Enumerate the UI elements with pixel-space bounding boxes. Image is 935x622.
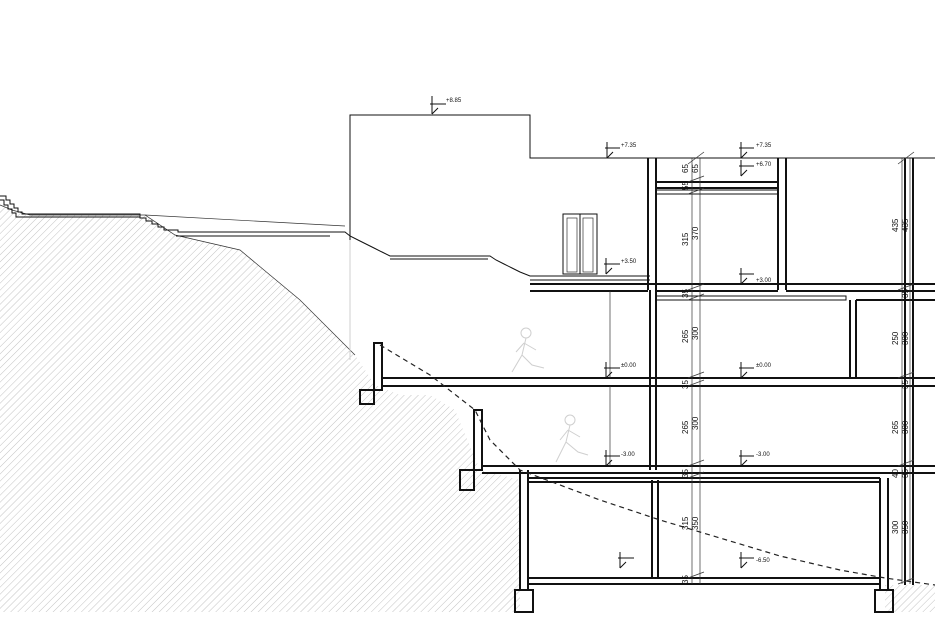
level-marker-top: +8.85 — [430, 96, 462, 115]
dim-text: 370 — [691, 226, 700, 240]
dim-text: 435 — [901, 218, 910, 232]
dim-text: 300 — [691, 326, 700, 340]
level-marker-roof-a: +7.35 — [605, 142, 637, 159]
dim-text: 35 — [681, 469, 690, 478]
dim-text: 265 — [681, 420, 690, 434]
dim-text: 300 — [891, 520, 900, 534]
level-text: +6.70 — [756, 162, 772, 168]
level-text: -6.50 — [756, 558, 770, 564]
dim-text: 35 — [681, 575, 690, 584]
dim-text: 35 — [681, 380, 690, 389]
person-figure-lower — [555, 414, 589, 463]
dim-text: 300 — [901, 331, 910, 345]
dimensions-column-b: 65 370 300 300 350 — [691, 164, 700, 530]
level-text: -3.00 — [621, 452, 635, 458]
level-marker-parapet: +6.70 — [739, 160, 772, 177]
level-text: ±0.00 — [756, 363, 772, 369]
dim-text: 300 — [691, 416, 700, 430]
level-marker-basement: -6.50 — [618, 552, 770, 569]
dim-text: 435 — [891, 218, 900, 232]
level-text: +8.85 — [446, 98, 462, 104]
dim-text: 55 — [681, 181, 690, 190]
dim-text: 65 — [681, 164, 690, 173]
level-text: -3.00 — [756, 452, 770, 458]
level-marker-ground-b: ±0.00 — [739, 362, 772, 379]
dim-text: 35 — [901, 380, 910, 389]
level-marker-roof-b: +7.35 — [739, 142, 772, 159]
dim-text: 315 — [681, 516, 690, 530]
level-marker-lower-b: -3.00 — [739, 450, 770, 467]
building-frame — [382, 158, 935, 613]
level-text: +3.00 — [756, 278, 772, 284]
dim-text: 35 — [681, 289, 690, 298]
dimensions-column-c: 435 435 35 250 300 35 265 300 35 40 300 … — [891, 218, 910, 534]
level-marker-ground-a: ±0.00 — [604, 362, 637, 379]
ground-hatch — [0, 204, 935, 612]
person-figure-upper — [511, 327, 545, 373]
dim-text: 35 — [901, 289, 910, 298]
dim-text: 250 — [891, 331, 900, 345]
level-marker-lower-a: -3.00 — [604, 450, 635, 467]
level-text: ±0.00 — [621, 363, 637, 369]
level-marker-upper: +3.00 — [739, 268, 772, 285]
dim-text: 65 — [691, 164, 700, 173]
level-text: +7.35 — [621, 143, 637, 149]
dim-text: 350 — [901, 520, 910, 534]
level-text: +3.50 — [621, 259, 637, 265]
level-marker-terrace: +3.50 — [604, 258, 637, 275]
dim-text: 315 — [681, 232, 690, 246]
dim-text: 265 — [891, 420, 900, 434]
dim-text: 40 — [891, 469, 900, 478]
dimension-lines — [687, 151, 915, 585]
dim-text: 350 — [691, 516, 700, 530]
original-terrain-line — [379, 344, 935, 586]
upper-volume — [349, 114, 935, 360]
door — [562, 213, 598, 275]
retaining-walls — [359, 342, 483, 491]
dim-text: 35 — [901, 469, 910, 478]
terrain-stairs — [0, 195, 650, 281]
dim-text: 265 — [681, 329, 690, 343]
dimensions-column-a: 65 55 315 35 265 35 265 35 315 35 — [681, 164, 690, 584]
level-text: +7.35 — [756, 143, 772, 149]
dim-text: 300 — [901, 420, 910, 434]
